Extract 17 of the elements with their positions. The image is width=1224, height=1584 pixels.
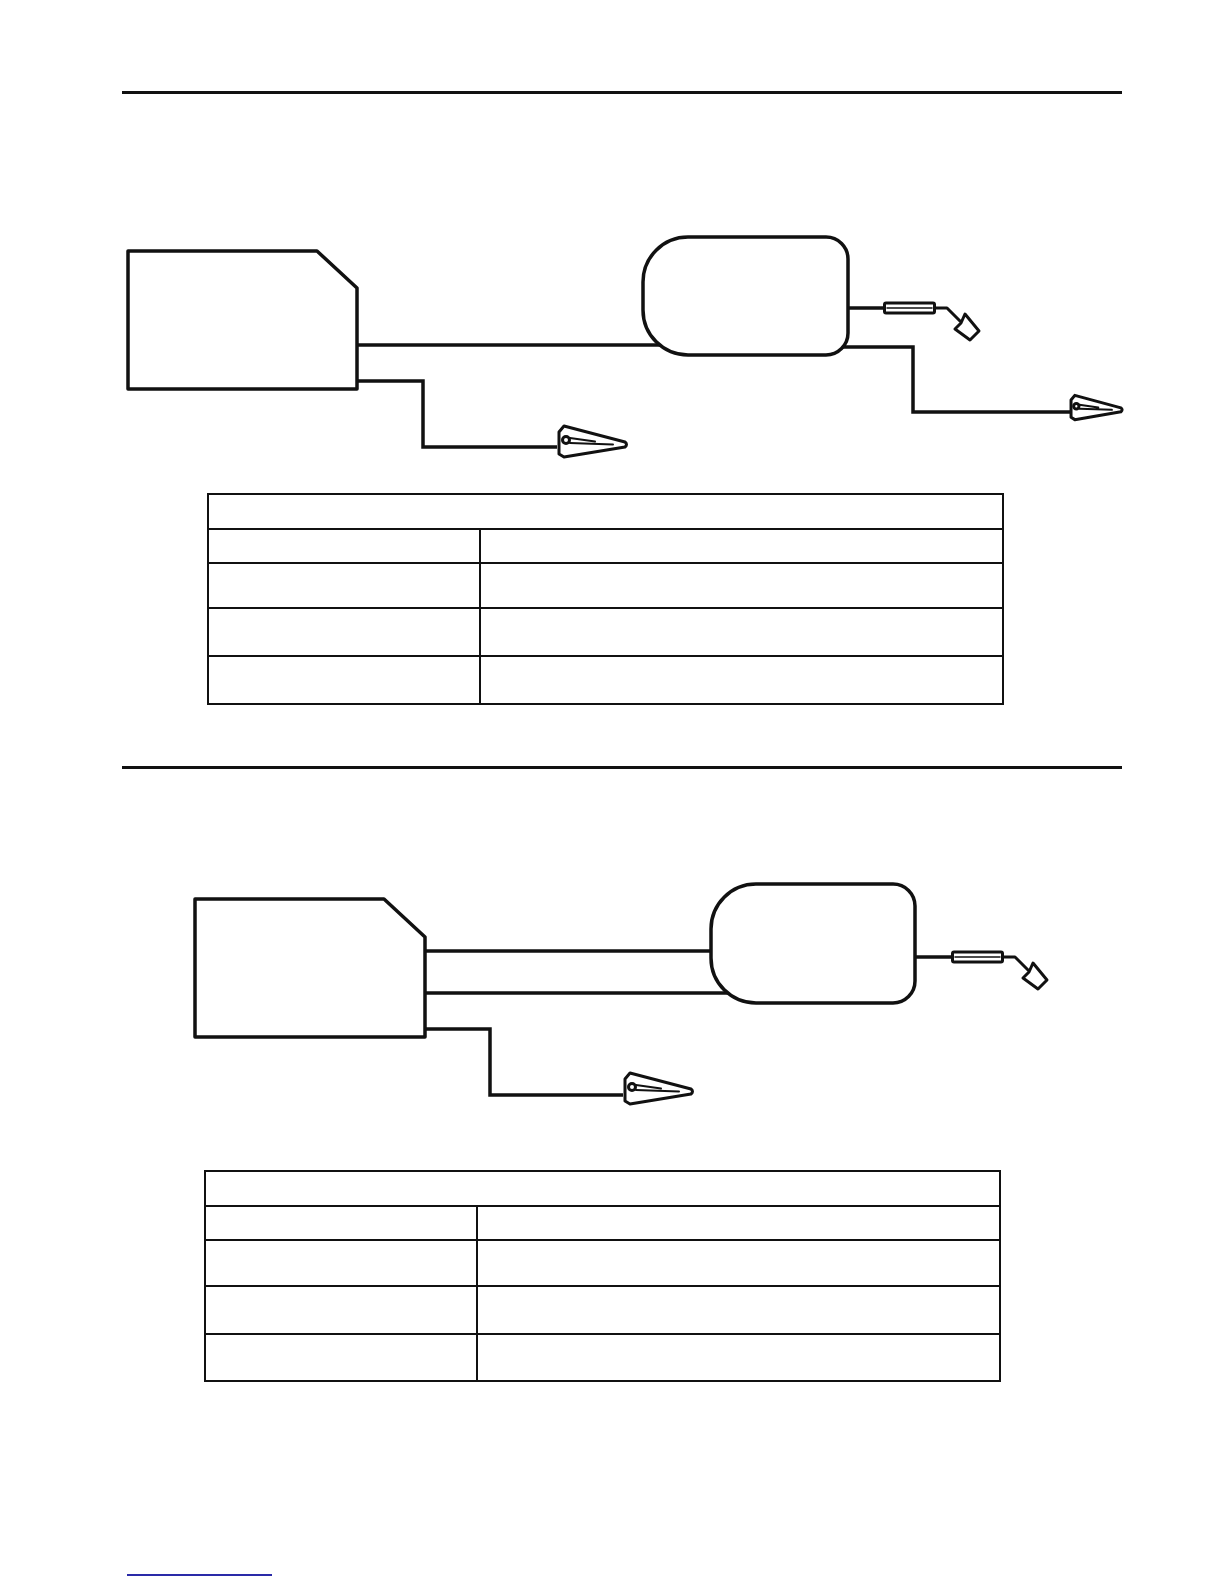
cable-line bbox=[357, 343, 660, 347]
welding-gun-icon bbox=[951, 949, 1049, 991]
machine-box bbox=[126, 249, 359, 391]
wire-feeder-box bbox=[641, 235, 850, 357]
wire-feeder-box bbox=[709, 882, 917, 1005]
machine-box bbox=[193, 897, 427, 1039]
cable-line bbox=[357, 379, 557, 449]
work-clamp-icon bbox=[555, 423, 629, 460]
cable-line bbox=[843, 345, 1070, 414]
cable-line bbox=[425, 1027, 623, 1097]
cable-line bbox=[915, 955, 953, 959]
welding-gun-icon bbox=[883, 300, 981, 342]
work-clamp-icon bbox=[1068, 393, 1124, 422]
work-clamp-icon bbox=[621, 1070, 695, 1107]
cable-line bbox=[425, 991, 728, 995]
cable-line bbox=[425, 949, 711, 953]
cable-line bbox=[848, 306, 885, 310]
